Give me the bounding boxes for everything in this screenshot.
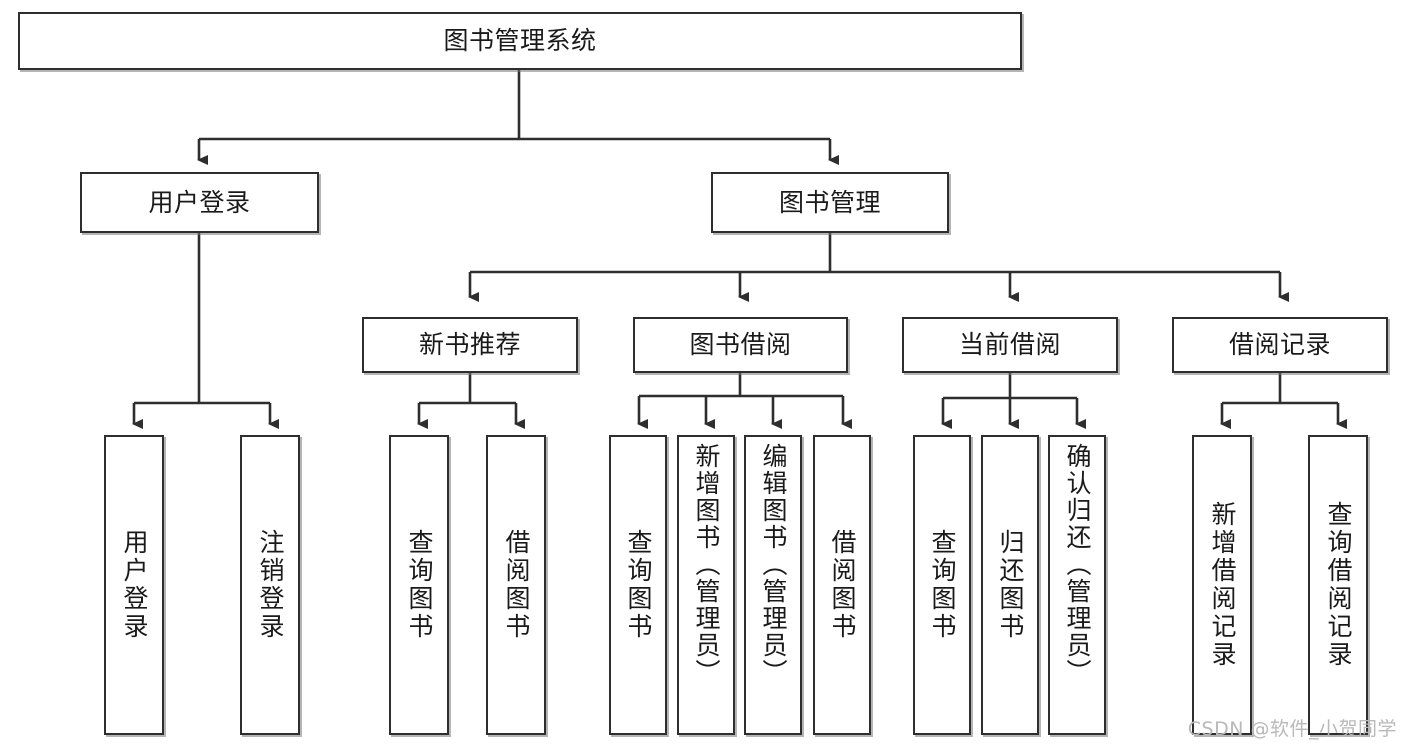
leaf-borrow-book[interactable]: 借阅图书 [813,435,871,735]
node-label: 借阅图书 [502,529,531,641]
node-label: 当前借阅 [958,330,1061,360]
node-label: 图书管理 [778,187,881,217]
node-label: 查询图书 [928,529,957,641]
leaf-query-book-recommend[interactable]: 查询图书 [389,435,449,735]
leaf-user-login[interactable]: 用户登录 [104,435,164,735]
node-label: 查询借阅记录 [1324,501,1353,669]
node-label: 图书管理系统 [443,26,597,56]
leaf-logout[interactable]: 注销登录 [240,435,300,735]
leaf-return-book[interactable]: 归还图书 [981,435,1039,735]
node-label: 查询图书 [624,529,653,641]
node-label: 用户登录 [120,529,149,641]
node-label: 图书借阅 [689,330,792,360]
leaf-query-book-current[interactable]: 查询图书 [913,435,971,735]
node-label: 借阅记录 [1228,330,1331,360]
node-book-borrow[interactable]: 图书借阅 [633,317,848,373]
node-label: 用户登录 [148,187,251,217]
node-label: 查询图书 [405,529,434,641]
leaf-add-book-admin[interactable]: 新增图书（管理员） [677,435,735,735]
node-root[interactable]: 图书管理系统 [18,12,1022,70]
node-current-borrow[interactable]: 当前借阅 [902,317,1118,373]
node-label: 新增图书（管理员） [692,443,721,686]
leaf-edit-book-admin[interactable]: 编辑图书（管理员） [744,435,802,735]
node-new-book-recommend[interactable]: 新书推荐 [362,317,578,373]
node-label: 归还图书 [996,529,1025,641]
leaf-query-borrow-record[interactable]: 查询借阅记录 [1308,435,1368,735]
node-label: 借阅图书 [828,529,857,641]
node-label: 新书推荐 [418,330,521,360]
node-label: 编辑图书（管理员） [759,443,788,686]
node-label: 注销登录 [256,529,285,641]
leaf-add-borrow-record[interactable]: 新增借阅记录 [1192,435,1252,735]
leaf-confirm-return-admin[interactable]: 确认归还（管理员） [1048,435,1106,735]
node-book-management[interactable]: 图书管理 [711,172,949,233]
node-borrow-records[interactable]: 借阅记录 [1172,317,1388,373]
node-label: 确认归还（管理员） [1063,443,1092,686]
leaf-query-book-borrow[interactable]: 查询图书 [609,435,667,735]
node-label: 新增借阅记录 [1208,501,1237,669]
leaf-borrow-book-recommend[interactable]: 借阅图书 [486,435,546,735]
node-user-login[interactable]: 用户登录 [80,172,319,233]
